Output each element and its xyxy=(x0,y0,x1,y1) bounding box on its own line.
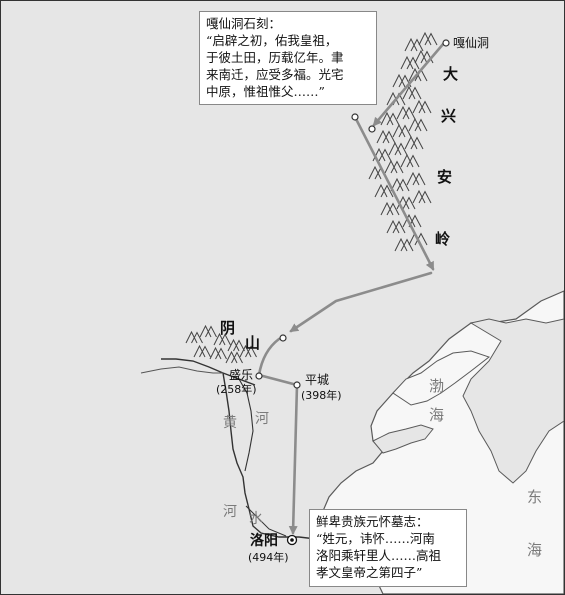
mountain-peak-glyph xyxy=(209,346,227,360)
label-yinshan-2: 山 xyxy=(245,334,261,352)
mountain-peak-glyph xyxy=(380,201,400,216)
mountain-peak-glyph xyxy=(185,330,203,344)
mountain-peak-glyph xyxy=(374,183,394,198)
inscription-line: 于彼土田，历载亿年。聿 xyxy=(206,50,344,65)
site-luoyang-dot xyxy=(290,538,294,542)
mountain-peak-glyph xyxy=(392,123,412,138)
label-pingcheng: 平城 xyxy=(305,373,330,387)
site-waypoint-2 xyxy=(368,125,376,133)
mountain-peak-glyph xyxy=(213,332,231,346)
mountain-peak-glyph xyxy=(396,105,416,120)
yinshan-range xyxy=(185,324,257,364)
bohai-gulf xyxy=(392,350,491,406)
mountain-peak-glyph xyxy=(400,153,420,168)
epitaph-line: 孝文皇帝之第四子” xyxy=(316,565,423,580)
label-bohai-1: 渤 xyxy=(429,377,445,395)
mountain-peak-glyph xyxy=(412,189,432,204)
mountain-peak-glyph xyxy=(402,85,422,100)
mountain-peak-glyph xyxy=(376,129,396,144)
mountain-peak-glyph xyxy=(380,111,400,126)
label-shengle-year: (258年) xyxy=(216,383,257,396)
peninsula xyxy=(462,318,564,484)
label-pingcheng-year: (398年) xyxy=(301,389,342,402)
site-waypoint-3 xyxy=(279,334,287,342)
mountain-peak-glyph xyxy=(414,49,434,64)
site-pingcheng xyxy=(293,381,301,389)
label-daxinganling-3: 安 xyxy=(437,168,453,186)
mountain-peak-glyph xyxy=(406,171,426,186)
label-donghai-2: 海 xyxy=(527,541,543,559)
shandong-peninsula xyxy=(372,424,434,454)
inscription-line: 来南迁，应受多福。光宅 xyxy=(206,67,344,82)
label-gaxiandong: 嘎仙洞 xyxy=(453,36,490,50)
great-wall-line xyxy=(140,366,223,374)
inscription-title: 嘎仙洞石刻： xyxy=(206,16,282,31)
mountain-peak-glyph xyxy=(412,99,432,114)
inscription-line: “启辟之初，佑我皇祖， xyxy=(206,33,338,48)
gaxiandong-inscription-box: 嘎仙洞石刻： “启辟之初，佑我皇祖， 于彼土田，历载亿年。聿 来南迁，应受多福。… xyxy=(199,11,377,105)
label-huanghe-1: 黄 xyxy=(223,415,237,431)
mountain-peak-glyph xyxy=(400,55,420,70)
label-bohai-2: 海 xyxy=(429,406,445,424)
mountain-peak-glyph xyxy=(404,135,424,150)
mountain-peak-glyph xyxy=(390,177,410,192)
label-donghai-1: 东 xyxy=(527,488,543,506)
mountain-peak-glyph xyxy=(227,338,245,352)
label-shengle: 盛乐 xyxy=(229,368,254,382)
mountain-peak-glyph xyxy=(386,219,406,234)
mountain-peak-glyph xyxy=(394,237,414,252)
mountain-peak-glyph xyxy=(193,344,211,358)
inscription-line: 中原，惟祖惟父……” xyxy=(206,84,325,99)
epitaph-title: 鲜卑贵族元怀墓志： xyxy=(316,514,429,529)
river-secondary xyxy=(238,378,254,472)
label-luoyang: 洛阳 xyxy=(250,533,278,549)
mountain-peak-glyph xyxy=(384,159,404,174)
mountain-peak-glyph xyxy=(199,324,217,338)
label-daxinganling-2: 兴 xyxy=(441,107,457,125)
site-shengle xyxy=(255,372,263,380)
label-yinshan-1: 阴 xyxy=(220,319,236,337)
label-river-he: 河 xyxy=(223,504,237,520)
mountain-peak-glyph xyxy=(418,31,438,46)
epitaph-line: 洛阳乘轩里人……高祖 xyxy=(316,548,442,563)
label-huanghe-2: 河 xyxy=(255,411,269,427)
mountain-peak-glyph xyxy=(408,117,428,132)
mountain-peak-glyph xyxy=(388,141,408,156)
label-daxinganling-1: 大 xyxy=(443,65,459,83)
migration-route xyxy=(257,41,446,535)
label-luoyang-year: (494年) xyxy=(248,551,289,564)
mountain-peak-glyph xyxy=(225,350,243,364)
mountain-peak-glyph xyxy=(404,37,424,52)
site-gaxiandong xyxy=(442,39,450,47)
daxinganling-range xyxy=(368,31,438,252)
mountain-peak-glyph xyxy=(239,344,257,358)
mountain-peak-glyph xyxy=(402,213,422,228)
epitaph-line: “姓元，讳怀……河南 xyxy=(316,531,435,546)
site-waypoint-1 xyxy=(351,113,359,121)
luo-river xyxy=(245,505,287,537)
label-river-shui: 水 xyxy=(249,511,263,527)
label-daxinganling-4: 岭 xyxy=(435,230,451,248)
yuanhuai-epitaph-box: 鲜卑贵族元怀墓志： “姓元，讳怀……河南 洛阳乘轩里人……高祖 孝文皇帝之第四子… xyxy=(309,509,467,587)
